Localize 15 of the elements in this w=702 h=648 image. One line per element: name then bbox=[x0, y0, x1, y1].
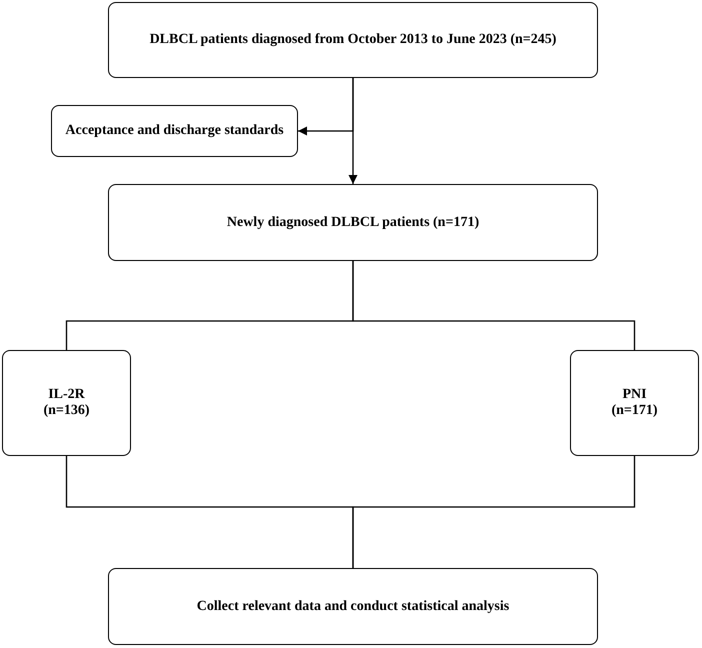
connector-line bbox=[352, 456, 636, 568]
box-text: PNI (n=171) bbox=[610, 387, 659, 419]
box-text: DLBCL patients diagnosed from October 2013 to June 2023 (n=245) bbox=[150, 32, 556, 48]
process-box bbox=[108, 2, 598, 78]
process-box bbox=[108, 184, 598, 261]
process-box bbox=[570, 350, 699, 456]
box-text: IL-2R (n=136) bbox=[42, 387, 91, 419]
box-text: Acceptance and discharge standards bbox=[65, 123, 284, 139]
connector-line bbox=[352, 261, 636, 350]
process-box bbox=[2, 350, 131, 456]
process-box bbox=[108, 568, 598, 645]
box-text: Collect relevant data and conduct statistical analysis bbox=[196, 598, 510, 614]
arrow bbox=[298, 78, 354, 136]
box-text: Newly diagnosed DLBCL patients (n=171) bbox=[226, 214, 480, 230]
process-box bbox=[51, 105, 298, 157]
